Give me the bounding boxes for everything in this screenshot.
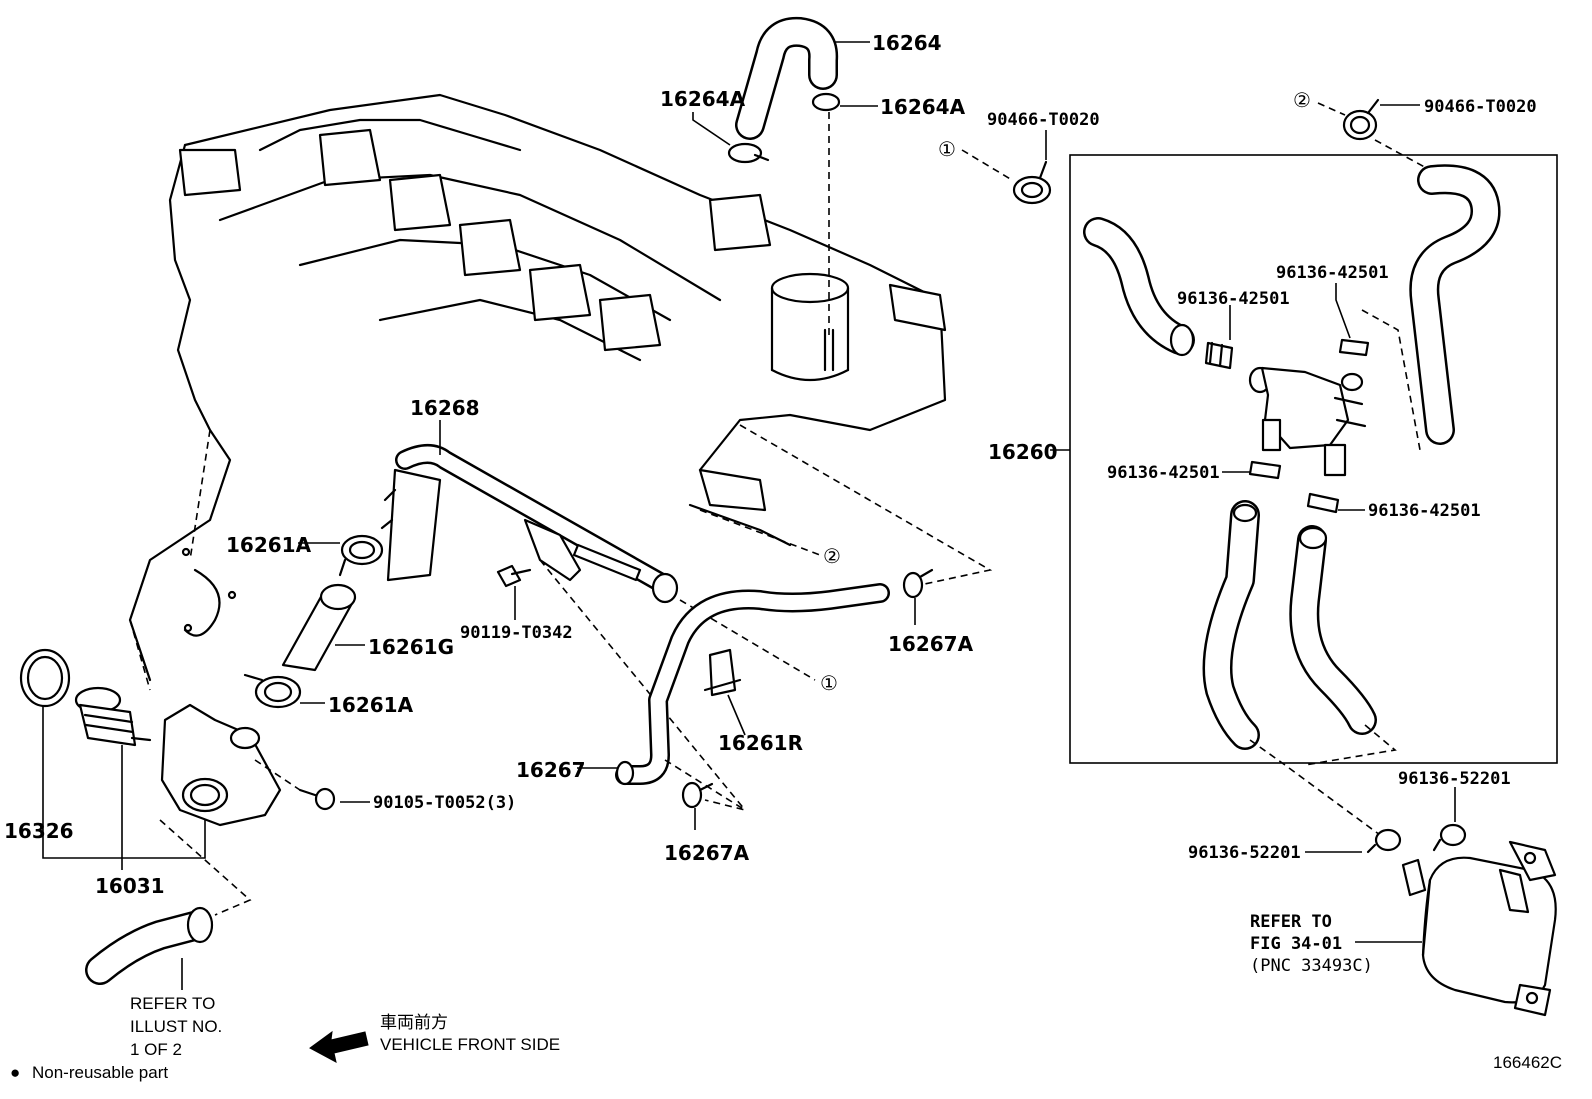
- engine-pipe-stub: [823, 328, 835, 372]
- marker-2-center: ②: [823, 544, 841, 568]
- clip-16264A-right: [811, 92, 841, 112]
- clamp-96136-42501-b: [1338, 338, 1370, 357]
- hose-16261G: [281, 583, 357, 672]
- dash-96136-42501-b: [1361, 309, 1421, 451]
- clamp-96136-52201-a: [1366, 828, 1402, 854]
- clamp-90466-right: [1342, 98, 1380, 141]
- hose-refer-illust: [85, 906, 214, 985]
- marker-1-center: ①: [820, 671, 838, 695]
- label-90119: 90119-T0342: [460, 623, 573, 643]
- label-16261A-bottom: 16261A: [328, 693, 414, 717]
- clip-16264A-left: [727, 142, 770, 164]
- label-16267A-bottom: 16267A: [664, 841, 750, 865]
- note-refer-fig-3: (PNC 33493C): [1250, 956, 1373, 976]
- leader-96136-42501-b: [1335, 283, 1351, 339]
- note-vehicle-front-jp: 車両前方: [380, 1013, 448, 1032]
- note-refer-illust-1: REFER TO: [130, 994, 215, 1013]
- dash-box-to-cooler-right: [1304, 724, 1397, 766]
- oil-cooler: [1401, 840, 1557, 1017]
- dash-90466-right-out: [1374, 139, 1431, 171]
- label-90466-left: 90466-T0020: [987, 110, 1100, 130]
- label-90466-right: 90466-T0020: [1424, 97, 1537, 117]
- marker-1-right: ①: [938, 137, 956, 161]
- label-16261A-top: 16261A: [226, 533, 312, 557]
- label-96136-42501-d: 96136-42501: [1368, 501, 1481, 521]
- label-16031: 16031: [95, 874, 165, 898]
- leader-16264A-left: [692, 112, 731, 146]
- legend-bullet: ●: [10, 1063, 20, 1082]
- dash-90466-right-in: [1317, 102, 1346, 116]
- clamp-96136-52201-b: [1432, 823, 1467, 852]
- dash-90466-left: [961, 149, 1013, 181]
- label-16264A-right: 16264A: [880, 95, 966, 119]
- label-16260: 16260: [988, 440, 1058, 464]
- bolt-90105: [298, 787, 336, 811]
- water-inlet-housing: [160, 703, 282, 827]
- water-valve: [1248, 366, 1367, 477]
- pipe-16267: [615, 583, 890, 786]
- label-90105: 90105-T0052(3): [373, 793, 516, 813]
- note-refer-illust-3: 1 OF 2: [130, 1040, 182, 1059]
- gasket-16326: [19, 648, 71, 708]
- dash-box-to-cooler-left: [1249, 739, 1381, 836]
- hose-box-upper-right: [1409, 164, 1501, 445]
- bolt-90119: [496, 564, 532, 588]
- dash-to-mark-2-center: [699, 509, 821, 556]
- label-16264A-left: 16264A: [660, 87, 746, 111]
- clamp-90466-left: [1012, 160, 1052, 205]
- label-16264: 16264: [872, 31, 942, 55]
- clamp-16261A-top: [338, 534, 384, 577]
- note-refer-illust-2: ILLUST NO.: [130, 1017, 222, 1036]
- clamp-96136-42501-c: [1248, 460, 1282, 480]
- note-refer-fig-2: FIG 34-01: [1250, 934, 1342, 954]
- label-96136-42501-c: 96136-42501: [1107, 463, 1220, 483]
- label-96136-42501-a: 96136-42501: [1177, 289, 1290, 309]
- note-vehicle-front-en: VEHICLE FRONT SIDE: [380, 1035, 560, 1054]
- label-16267A-right: 16267A: [888, 632, 974, 656]
- dash-pipe-down: [539, 559, 746, 811]
- legend-non-reusable: Non-reusable part: [32, 1063, 168, 1082]
- label-16267: 16267: [516, 758, 586, 782]
- label-96136-42501-b: 96136-42501: [1276, 263, 1389, 283]
- label-16326: 16326: [4, 819, 74, 843]
- dash-lower-hose: [159, 819, 252, 916]
- clamp-96136-42501-d: [1306, 492, 1340, 514]
- hose-box-upper-left: [1083, 217, 1195, 357]
- figure-code: 166462C: [1493, 1053, 1562, 1072]
- hose-box-lower-left: [1202, 500, 1260, 750]
- note-refer-fig-1: REFER TO: [1250, 912, 1332, 932]
- hose-16264: [735, 16, 839, 140]
- clamp-96136-42501-a: [1204, 341, 1234, 370]
- leader-16261R: [727, 694, 746, 736]
- pipe-16268: [380, 444, 679, 604]
- vehicle-front-arrow: [309, 1030, 369, 1063]
- thermostat-16031: [74, 686, 152, 747]
- marker-2-right: ②: [1293, 88, 1311, 112]
- label-96136-52201-b: 96136-52201: [1398, 769, 1511, 789]
- dash-bolt-90105: [254, 759, 301, 791]
- leader-16326-bracket: [42, 706, 206, 859]
- clamp-16267A-right: [902, 568, 934, 599]
- label-96136-52201-a: 96136-52201: [1188, 843, 1301, 863]
- label-16268: 16268: [410, 396, 480, 420]
- dash-16267A-bottom: [664, 759, 746, 811]
- clamp-16267A-bottom: [681, 781, 714, 809]
- label-16261G: 16261G: [368, 635, 454, 659]
- dash-pipe-clip: [739, 424, 993, 586]
- hose-box-lower-right: [1289, 525, 1377, 735]
- label-16261R: 16261R: [718, 731, 803, 755]
- clip-16261R: [703, 648, 742, 697]
- clamp-16261A-bottom: [243, 673, 302, 709]
